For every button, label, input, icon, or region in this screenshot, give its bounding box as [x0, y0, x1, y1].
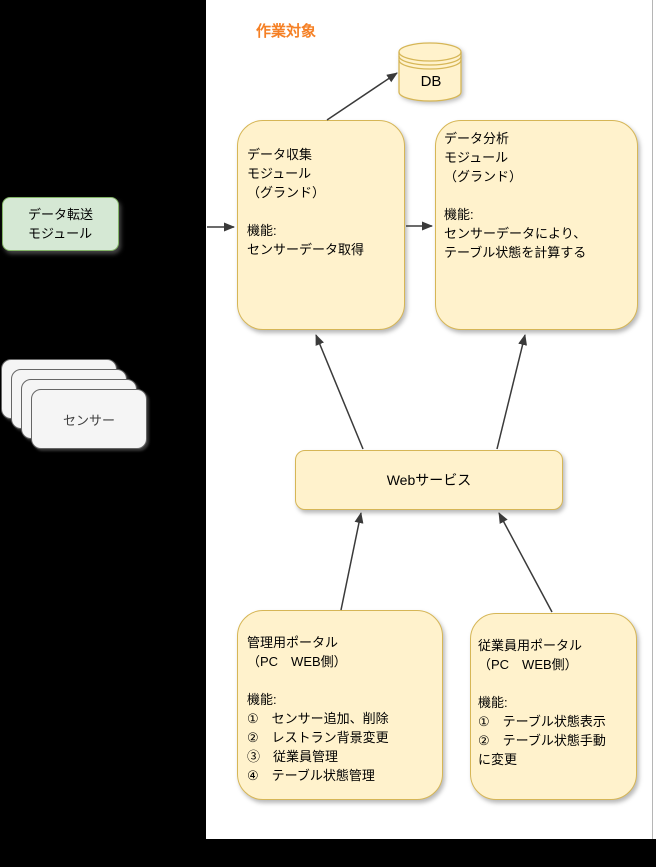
sensor-label: センサー [62, 412, 115, 428]
transfer-module-box: データ転送 モジュール [2, 197, 119, 251]
employee-portal-box: 従業員用ポータル （PC WEB側） 機能: ① テーブル状態表示 ② テーブル… [470, 613, 637, 800]
sensor-box-front: センサー [31, 389, 147, 449]
admin-portal-box: 管理用ポータル （PC WEB側） 機能: ① センサー追加、削除 ② レストラ… [237, 610, 443, 800]
page-boundary-line [652, 0, 653, 839]
db-label: DB [421, 73, 442, 90]
data-analysis-module-box: データ分析 モジュール （グランド） 機能: センサーデータにより、 テーブル状… [435, 120, 638, 330]
web-service-box: Webサービス [295, 450, 563, 510]
work-target-label: 作業対象 [256, 23, 317, 40]
db-cylinder: DB [398, 42, 462, 102]
web-service-label: Webサービス [386, 471, 472, 488]
transfer-module-label: データ転送 モジュール [27, 207, 93, 241]
data-collection-module-box: データ収集 モジュール （グランド） 機能: センサーデータ取得 [237, 120, 405, 330]
